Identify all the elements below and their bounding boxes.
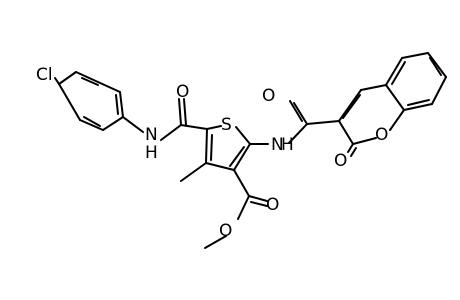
ester-carbonyl-oxygen-label: O	[266, 195, 279, 215]
lactone-carbonyl-oxygen-label: O	[334, 151, 347, 171]
amide-hydrogen-label-1: H	[145, 143, 158, 163]
amide-linker-2	[249, 100, 340, 145]
amide-hydrogen-label-2: H	[281, 135, 294, 155]
amide-oxygen-label-2: O	[262, 86, 275, 106]
methyl-ester	[204, 169, 268, 249]
thiophene-sulfur-label: S	[221, 115, 232, 135]
thiophene-ring	[205, 125, 251, 171]
cl-bond	[54, 77, 60, 85]
amide-linker-1	[122, 98, 208, 141]
chlorophenyl-ring	[58, 71, 124, 131]
coumarin-pyranone-ring	[338, 84, 405, 157]
amide-nitrogen-label-1: N	[145, 125, 158, 145]
methyl-bond	[180, 162, 207, 182]
atom-labels: Cl N H O S N H O O O O O	[36, 65, 388, 241]
ester-ether-oxygen-label: O	[219, 221, 232, 241]
amide-nitrogen-label-2: N	[271, 135, 284, 155]
amide-oxygen-label-1: O	[176, 82, 189, 102]
bonds	[54, 52, 447, 249]
coumarin-ring-oxygen-label: O	[375, 125, 388, 145]
chlorine-atom-label: Cl	[36, 65, 53, 85]
coumarin-benzene-ring	[385, 52, 447, 111]
